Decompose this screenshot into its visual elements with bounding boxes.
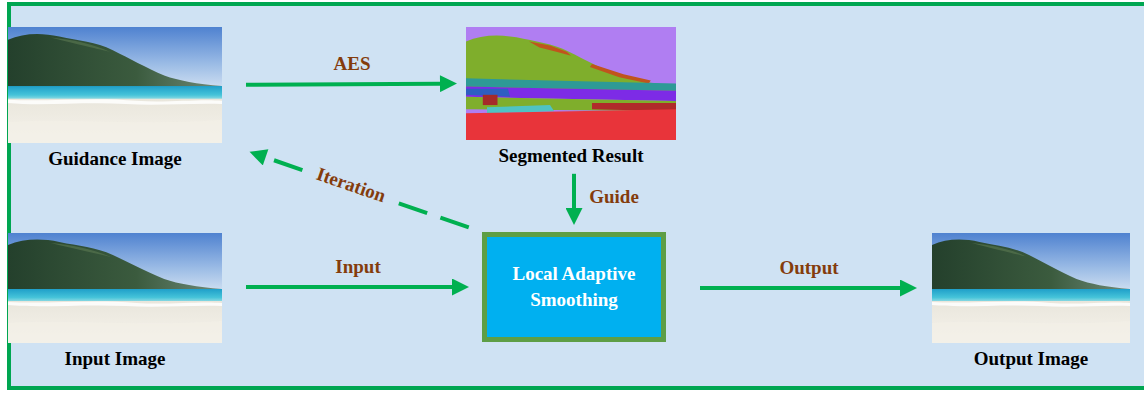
- image-node: Guidance Image: [6, 27, 224, 171]
- edge-label: Output: [779, 258, 838, 279]
- iteration-arrow: [266, 157, 469, 227]
- image-node: Segmented Result: [464, 27, 678, 168]
- process-label: Local Adaptive Smoothing: [499, 261, 649, 312]
- image-caption: Segmented Result: [464, 145, 678, 168]
- flow-arrow: [246, 84, 440, 85]
- flow-arrow: [700, 286, 900, 290]
- image-frame: [6, 233, 224, 343]
- process-box: Local Adaptive Smoothing: [482, 232, 666, 342]
- segmentation-map: [466, 27, 676, 140]
- edge-label: AES: [334, 54, 371, 75]
- output-photo: [932, 233, 1130, 343]
- edge-label: Guide: [589, 187, 639, 208]
- flow-arrow: [246, 285, 452, 289]
- image-frame: [930, 233, 1132, 343]
- flow-arrow: [572, 174, 576, 208]
- input-photo: [8, 233, 222, 343]
- guidance-photo: [8, 27, 222, 143]
- edge-label: Input: [335, 257, 380, 278]
- image-caption: Guidance Image: [6, 148, 224, 171]
- image-node: Input Image: [6, 233, 224, 371]
- image-node: Output Image: [930, 233, 1132, 371]
- image-caption: Input Image: [6, 348, 224, 371]
- outer-frame: [9, 4, 1144, 388]
- edge-label: Iteration: [307, 161, 394, 210]
- image-caption: Output Image: [930, 348, 1132, 371]
- image-frame: [6, 27, 224, 143]
- image-frame: [464, 27, 678, 140]
